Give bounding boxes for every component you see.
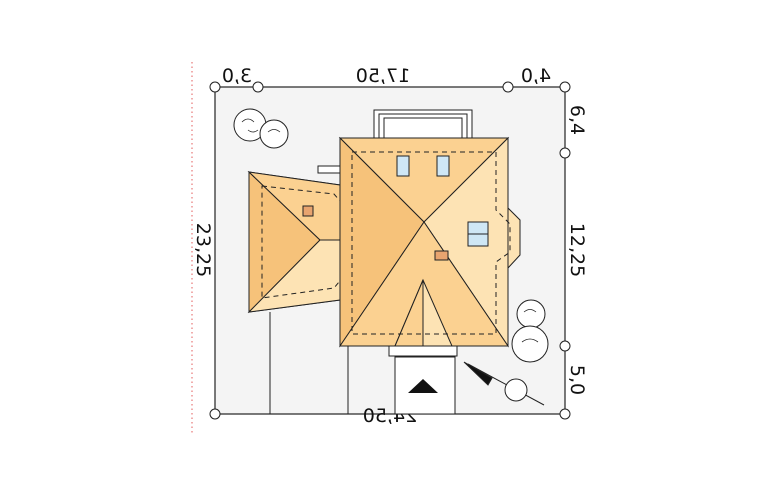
tree-icon	[233, 108, 549, 363]
tree-detail	[241, 118, 539, 343]
chimneys	[302, 205, 449, 261]
roof-windows	[396, 155, 489, 247]
top-terrace	[373, 109, 473, 141]
dim-top-right: 4,0	[521, 65, 551, 87]
side-porch	[317, 165, 341, 174]
front-gable	[394, 278, 453, 347]
main-roof-dashed	[351, 151, 511, 335]
dim-right-bottom: 5,0	[566, 365, 588, 395]
dim-right-middle: 12,25	[566, 223, 588, 277]
dimension-lines	[209, 81, 571, 420]
dim-left: 23,25	[192, 223, 214, 277]
dim-top-left: 3,0	[222, 65, 252, 87]
north-arrow-icon	[463, 361, 545, 406]
dim-right-top: 6,4	[566, 105, 588, 135]
main-roof	[338, 136, 510, 348]
dim-top-middle: 17,50	[356, 65, 410, 87]
entrance-triangle-icon	[408, 379, 438, 393]
front-porch	[388, 345, 458, 357]
